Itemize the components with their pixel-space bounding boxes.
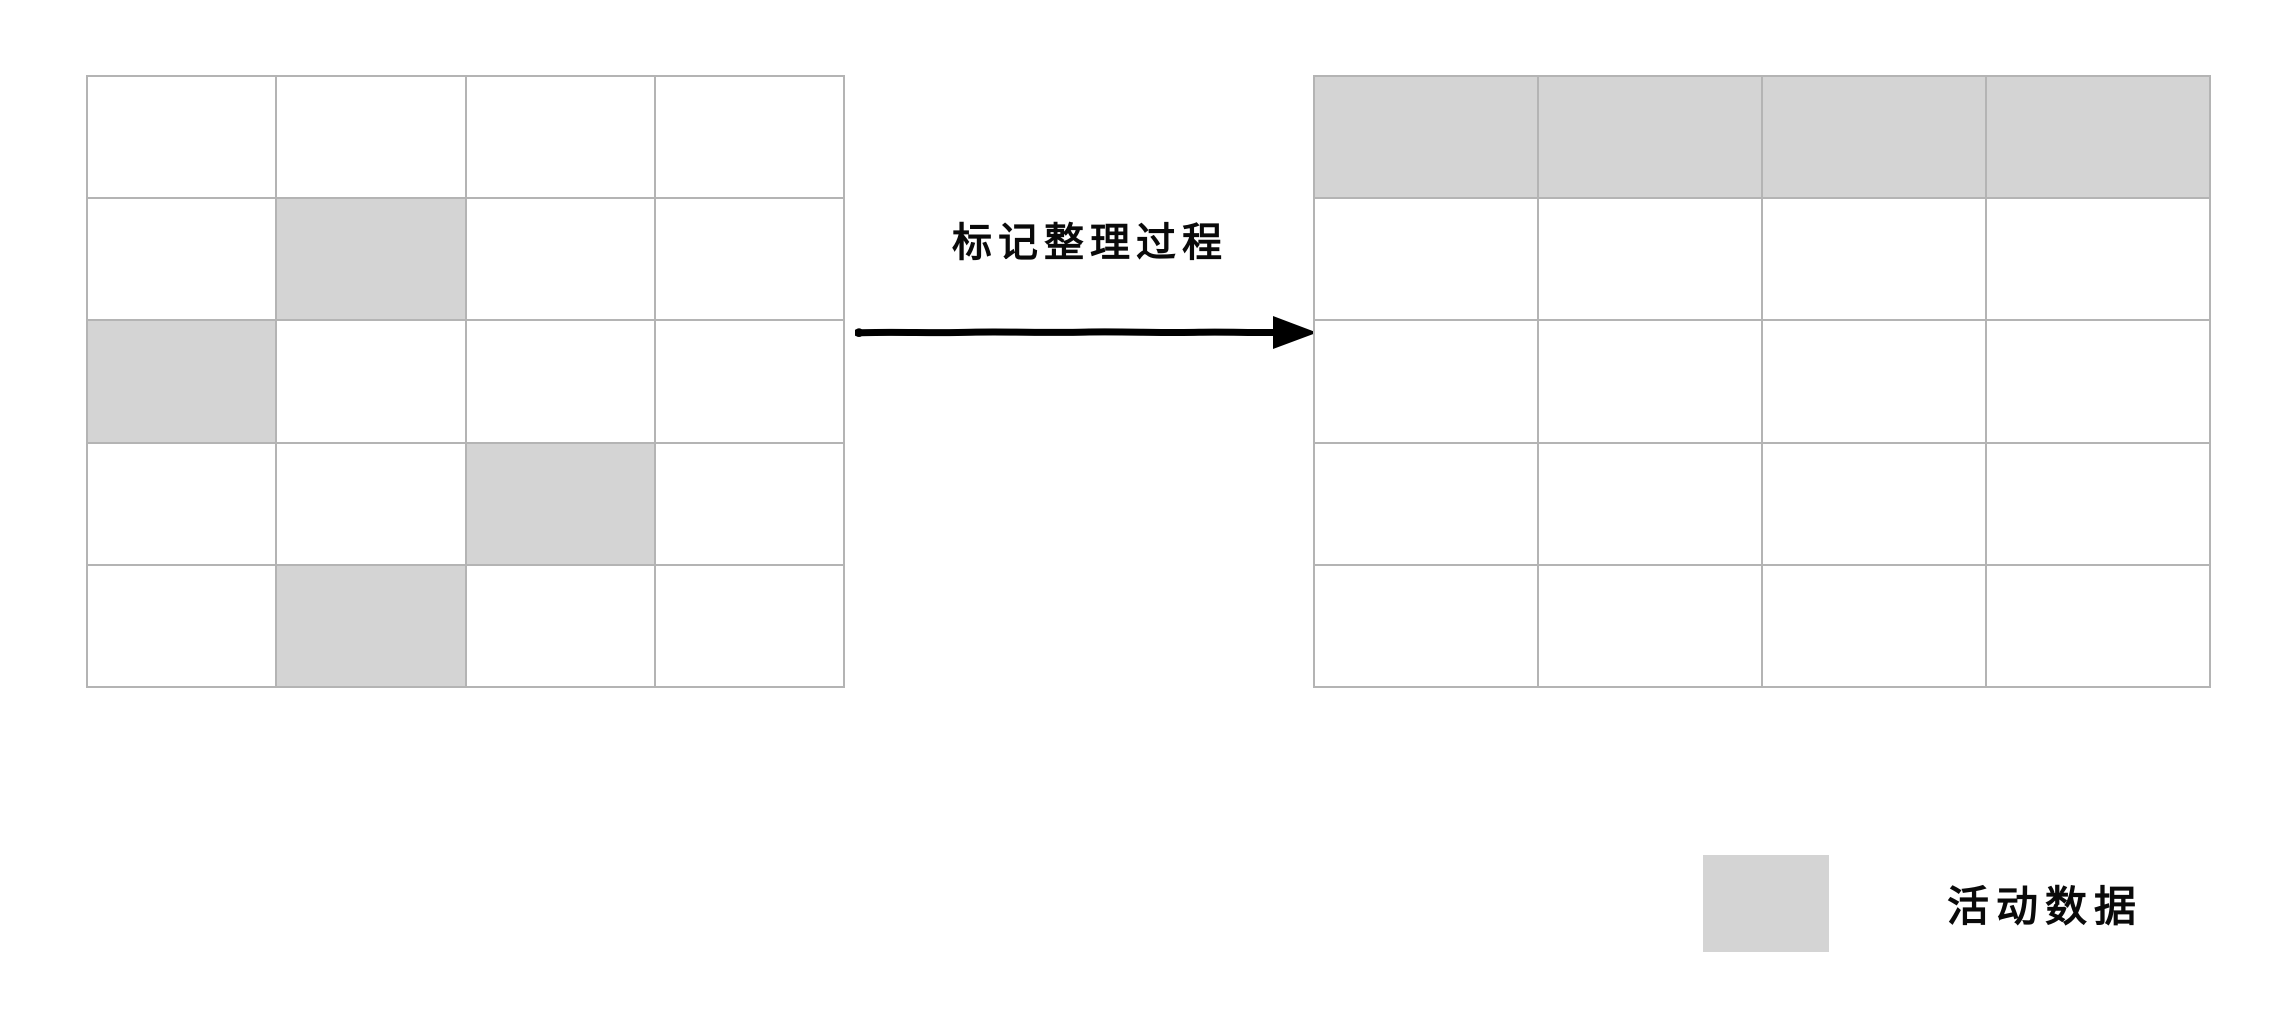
active-data-cell — [1315, 77, 1539, 200]
free-memory-cell — [1315, 321, 1539, 444]
active-data-cell — [277, 199, 467, 322]
legend: 活动数据 — [1703, 855, 2143, 952]
free-memory-cell — [466, 199, 656, 322]
free-memory-cell — [277, 443, 467, 566]
free-memory-cell — [655, 199, 845, 322]
transition-arrow-group: 标记整理过程 — [855, 210, 1325, 390]
free-memory-cell — [1315, 443, 1539, 566]
arrow-label: 标记整理过程 — [952, 220, 1228, 266]
free-memory-cell — [1539, 321, 1763, 444]
active-data-cell — [1763, 77, 1987, 200]
active-data-swatch — [1703, 855, 1829, 952]
free-memory-cell — [1987, 443, 2211, 566]
free-memory-cell — [88, 77, 278, 200]
free-memory-cell — [655, 77, 845, 200]
free-memory-cell — [466, 321, 656, 444]
free-memory-cell — [88, 443, 278, 566]
free-memory-cell — [1315, 199, 1539, 322]
active-data-cell — [88, 321, 278, 444]
heap-grid-before — [86, 75, 845, 688]
heap-grid-after — [1313, 75, 2211, 688]
active-data-cell — [466, 443, 656, 566]
free-memory-cell — [277, 321, 467, 444]
free-memory-cell — [277, 77, 467, 200]
free-memory-cell — [1763, 443, 1987, 566]
free-memory-cell — [1763, 565, 1987, 688]
free-memory-cell — [88, 565, 278, 688]
free-memory-cell — [1539, 443, 1763, 566]
legend-item-label: 活动数据 — [1947, 882, 2144, 931]
active-data-cell — [1539, 77, 1763, 200]
active-data-cell — [1987, 77, 2211, 200]
free-memory-cell — [655, 443, 845, 566]
free-memory-cell — [655, 321, 845, 444]
active-data-cell — [277, 565, 467, 688]
free-memory-cell — [1315, 565, 1539, 688]
free-memory-cell — [466, 77, 656, 200]
arrow-right-icon — [855, 316, 1317, 349]
free-memory-cell — [466, 565, 656, 688]
free-memory-cell — [1987, 565, 2211, 688]
free-memory-cell — [1539, 565, 1763, 688]
free-memory-cell — [655, 565, 845, 688]
free-memory-cell — [1987, 321, 2211, 444]
free-memory-cell — [1763, 321, 1987, 444]
free-memory-cell — [1539, 199, 1763, 322]
free-memory-cell — [1763, 199, 1987, 322]
free-memory-cell — [88, 199, 278, 322]
free-memory-cell — [1987, 199, 2211, 322]
